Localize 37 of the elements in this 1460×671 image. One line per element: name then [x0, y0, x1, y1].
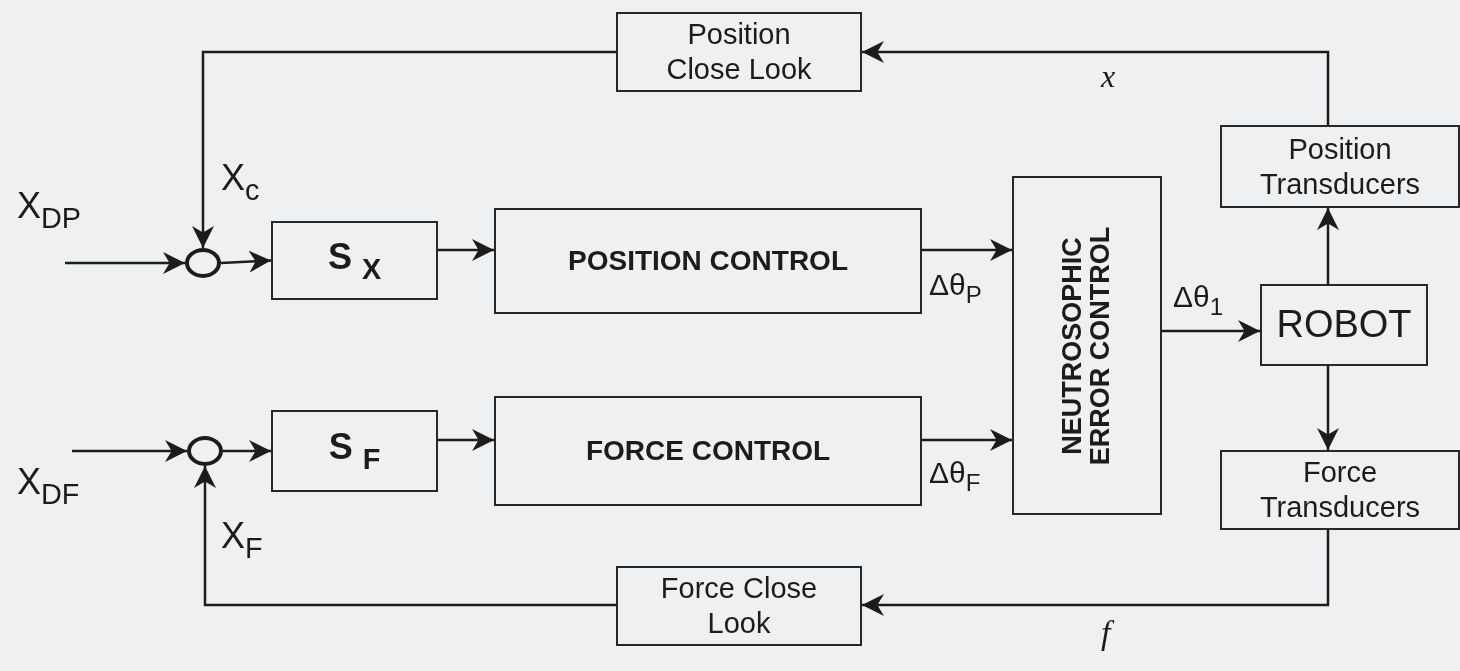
error-control-block — [1012, 176, 1162, 515]
arrow — [192, 50, 616, 248]
block-label: Force Close Look — [659, 571, 819, 641]
block-label: NEUTROSOPHIC ERROR CONTROL — [1059, 225, 1115, 466]
arrow — [1317, 208, 1339, 284]
block-label: POSITION CONTROL — [568, 244, 848, 278]
controller-block — [494, 396, 922, 506]
summing-junction — [187, 436, 223, 466]
sensor-block — [1220, 125, 1460, 208]
controller-block — [494, 208, 922, 314]
arrow — [65, 252, 185, 274]
arrow — [438, 429, 494, 451]
arrow — [862, 41, 1330, 125]
arrow — [194, 466, 616, 607]
arrow — [922, 239, 1012, 261]
gain-block — [271, 221, 438, 300]
arrow — [922, 429, 1012, 451]
arrow — [72, 440, 187, 462]
feedback-block — [616, 566, 862, 646]
sensor-block — [1220, 450, 1460, 530]
block-label: Force Transducers — [1258, 455, 1422, 525]
feedback-block — [616, 12, 862, 92]
block-label: Position Transducers — [1258, 131, 1422, 202]
plant-block — [1260, 284, 1428, 366]
arrow — [862, 530, 1330, 616]
block-label: S $_{F}$ — [328, 425, 381, 477]
summing-junction — [185, 248, 221, 278]
arrow — [438, 239, 494, 261]
block-label: FORCE CONTROL — [585, 434, 831, 468]
arrow — [220, 250, 272, 273]
gain-block — [271, 410, 438, 492]
arrow — [223, 440, 271, 462]
block-label: ROBOT — [1276, 302, 1412, 348]
arrow — [1162, 320, 1260, 342]
block-label: Position Close Look — [665, 17, 813, 87]
block-label: S $_{X}$ — [327, 234, 382, 287]
arrow — [1317, 366, 1339, 450]
